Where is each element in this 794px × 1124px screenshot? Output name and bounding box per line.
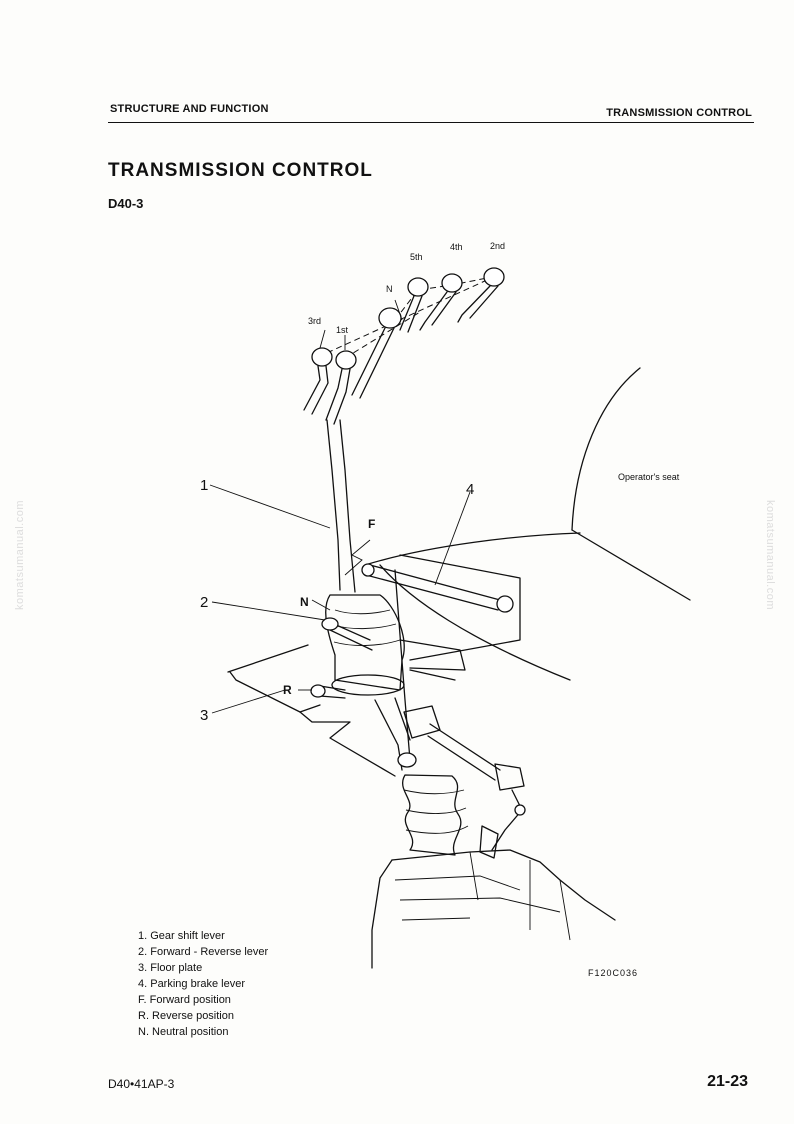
footer-model: D40•41AP-3 [108, 1077, 175, 1091]
legend-item: N. Neutral position [138, 1026, 229, 1038]
legend: 1. Gear shift lever 2. Forward - Reverse… [138, 928, 268, 1040]
legend-item: R. Reverse position [138, 1010, 234, 1022]
label-neutral: N [386, 284, 393, 294]
operator-seat [364, 367, 691, 601]
forward-reverse-lever [310, 617, 373, 699]
legend-item: 3. Floor plate [138, 962, 203, 974]
gear-shift-lever [326, 419, 356, 593]
callout-n: N [300, 595, 309, 609]
callout-3: 3 [200, 707, 208, 724]
callout-f: F [368, 517, 375, 531]
page-title: TRANSMISSION CONTROL [108, 160, 373, 181]
figure-code: F120C036 [588, 968, 639, 978]
header-topic: TRANSMISSION CONTROL [606, 107, 752, 119]
label-4th: 4th [450, 242, 463, 252]
shift-rod [374, 697, 526, 859]
callout-2: 2 [200, 594, 208, 611]
watermark-right: komatsumanual.com [764, 500, 776, 610]
label-5th: 5th [410, 252, 423, 262]
page-number: 21-23 [707, 1073, 748, 1090]
callout-1: 1 [200, 477, 208, 494]
parking-brake-lever [361, 554, 571, 761]
legend-item: 4. Parking brake lever [138, 978, 245, 990]
header-section: STRUCTURE AND FUNCTION [110, 103, 269, 115]
shift-tower [325, 594, 405, 696]
label-2nd: 2nd [490, 241, 505, 251]
legend-item: F. Forward position [138, 994, 231, 1006]
gear-positions [303, 267, 505, 425]
callout-4: 4 [466, 481, 474, 498]
label-1st: 1st [336, 325, 349, 335]
callout-r: R [283, 683, 292, 697]
shift-pattern [317, 274, 499, 359]
legend-item: 1. Gear shift lever [138, 930, 225, 942]
leader-lines [209, 299, 471, 714]
legend-item: 2. Forward - Reverse lever [138, 946, 269, 958]
floor-plate [227, 644, 396, 777]
header-divider [108, 122, 754, 123]
model-label: D40-3 [108, 196, 144, 211]
transmission-case [371, 774, 616, 969]
operator-seat-label: Operator's seat [618, 472, 680, 482]
label-3rd: 3rd [308, 316, 321, 326]
